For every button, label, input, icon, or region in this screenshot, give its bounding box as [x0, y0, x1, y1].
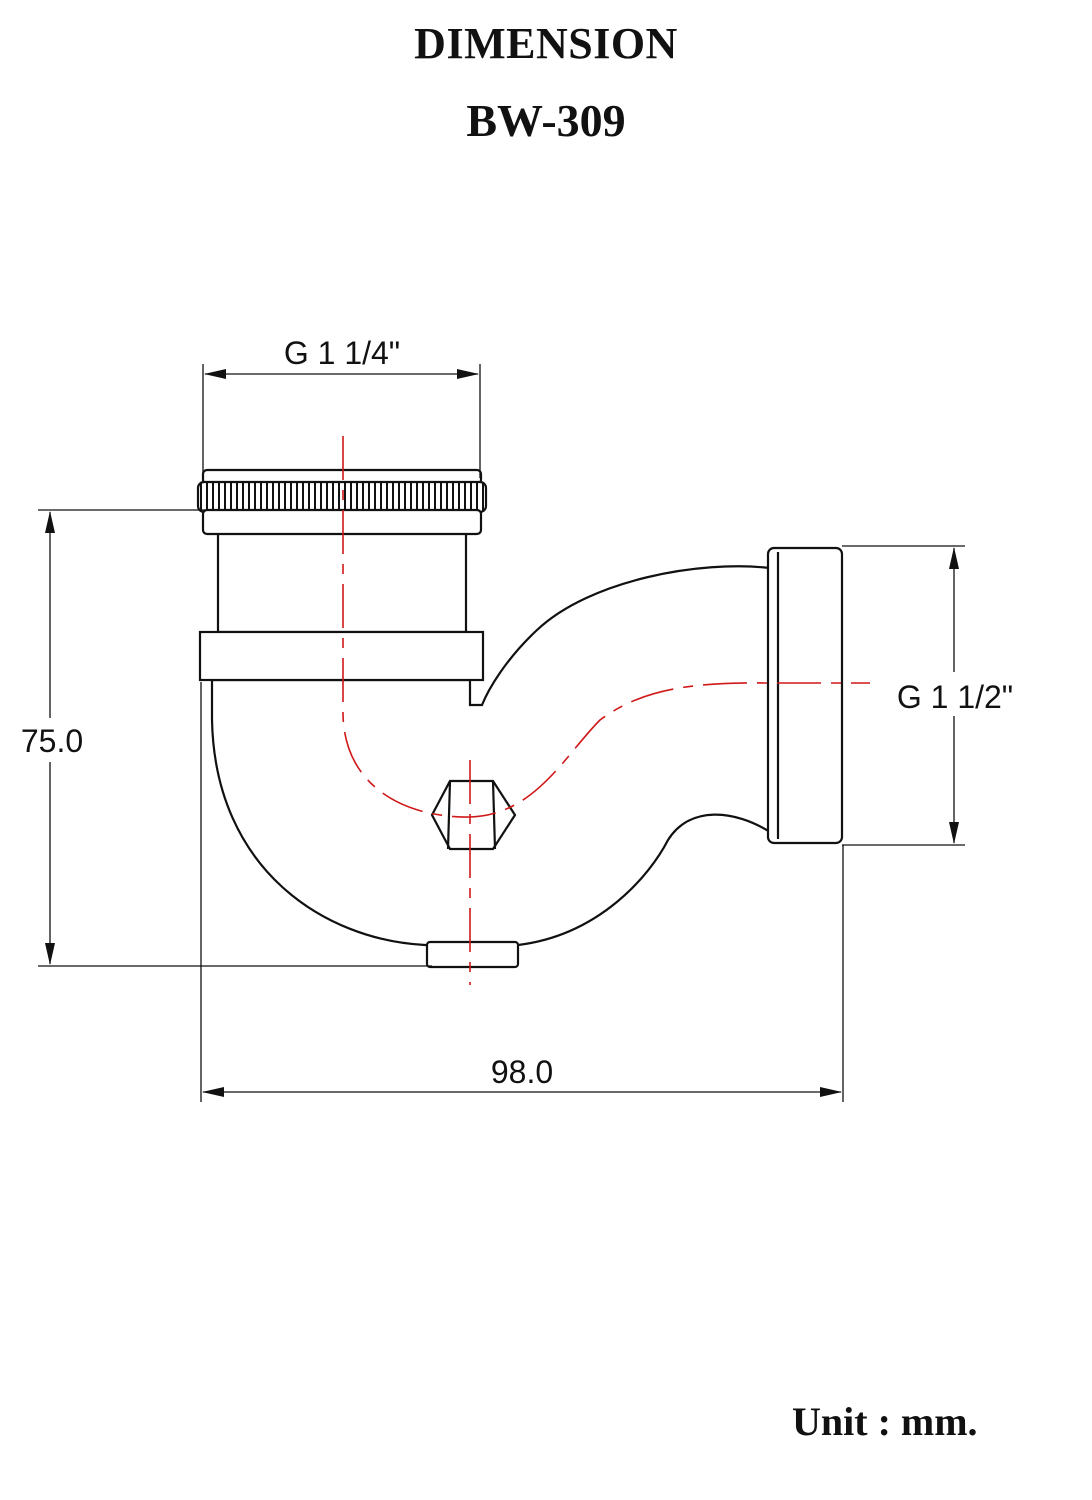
model-number: BW-309	[466, 95, 626, 146]
dimension-outlet: G 1 1/2"	[842, 545, 1030, 846]
dimension-width: 98.0	[200, 682, 844, 1102]
dimension-inlet: G 1 1/4"	[202, 335, 481, 478]
outlet-thread-label: G 1 1/2"	[897, 679, 1013, 715]
unit-label: Unit : mm.	[792, 1399, 978, 1444]
trap-body	[196, 468, 844, 969]
height-label: 75.0	[21, 723, 83, 759]
dimension-height: 75.0	[12, 509, 432, 967]
centerlines	[342, 436, 870, 985]
drawing-title: DIMENSION	[414, 19, 678, 68]
knurled-nut	[196, 480, 488, 514]
width-label: 98.0	[491, 1054, 553, 1090]
outlet-thread-end	[766, 546, 844, 845]
inlet-thread-label: G 1 1/4"	[284, 335, 400, 371]
drain-plug	[425, 940, 520, 969]
